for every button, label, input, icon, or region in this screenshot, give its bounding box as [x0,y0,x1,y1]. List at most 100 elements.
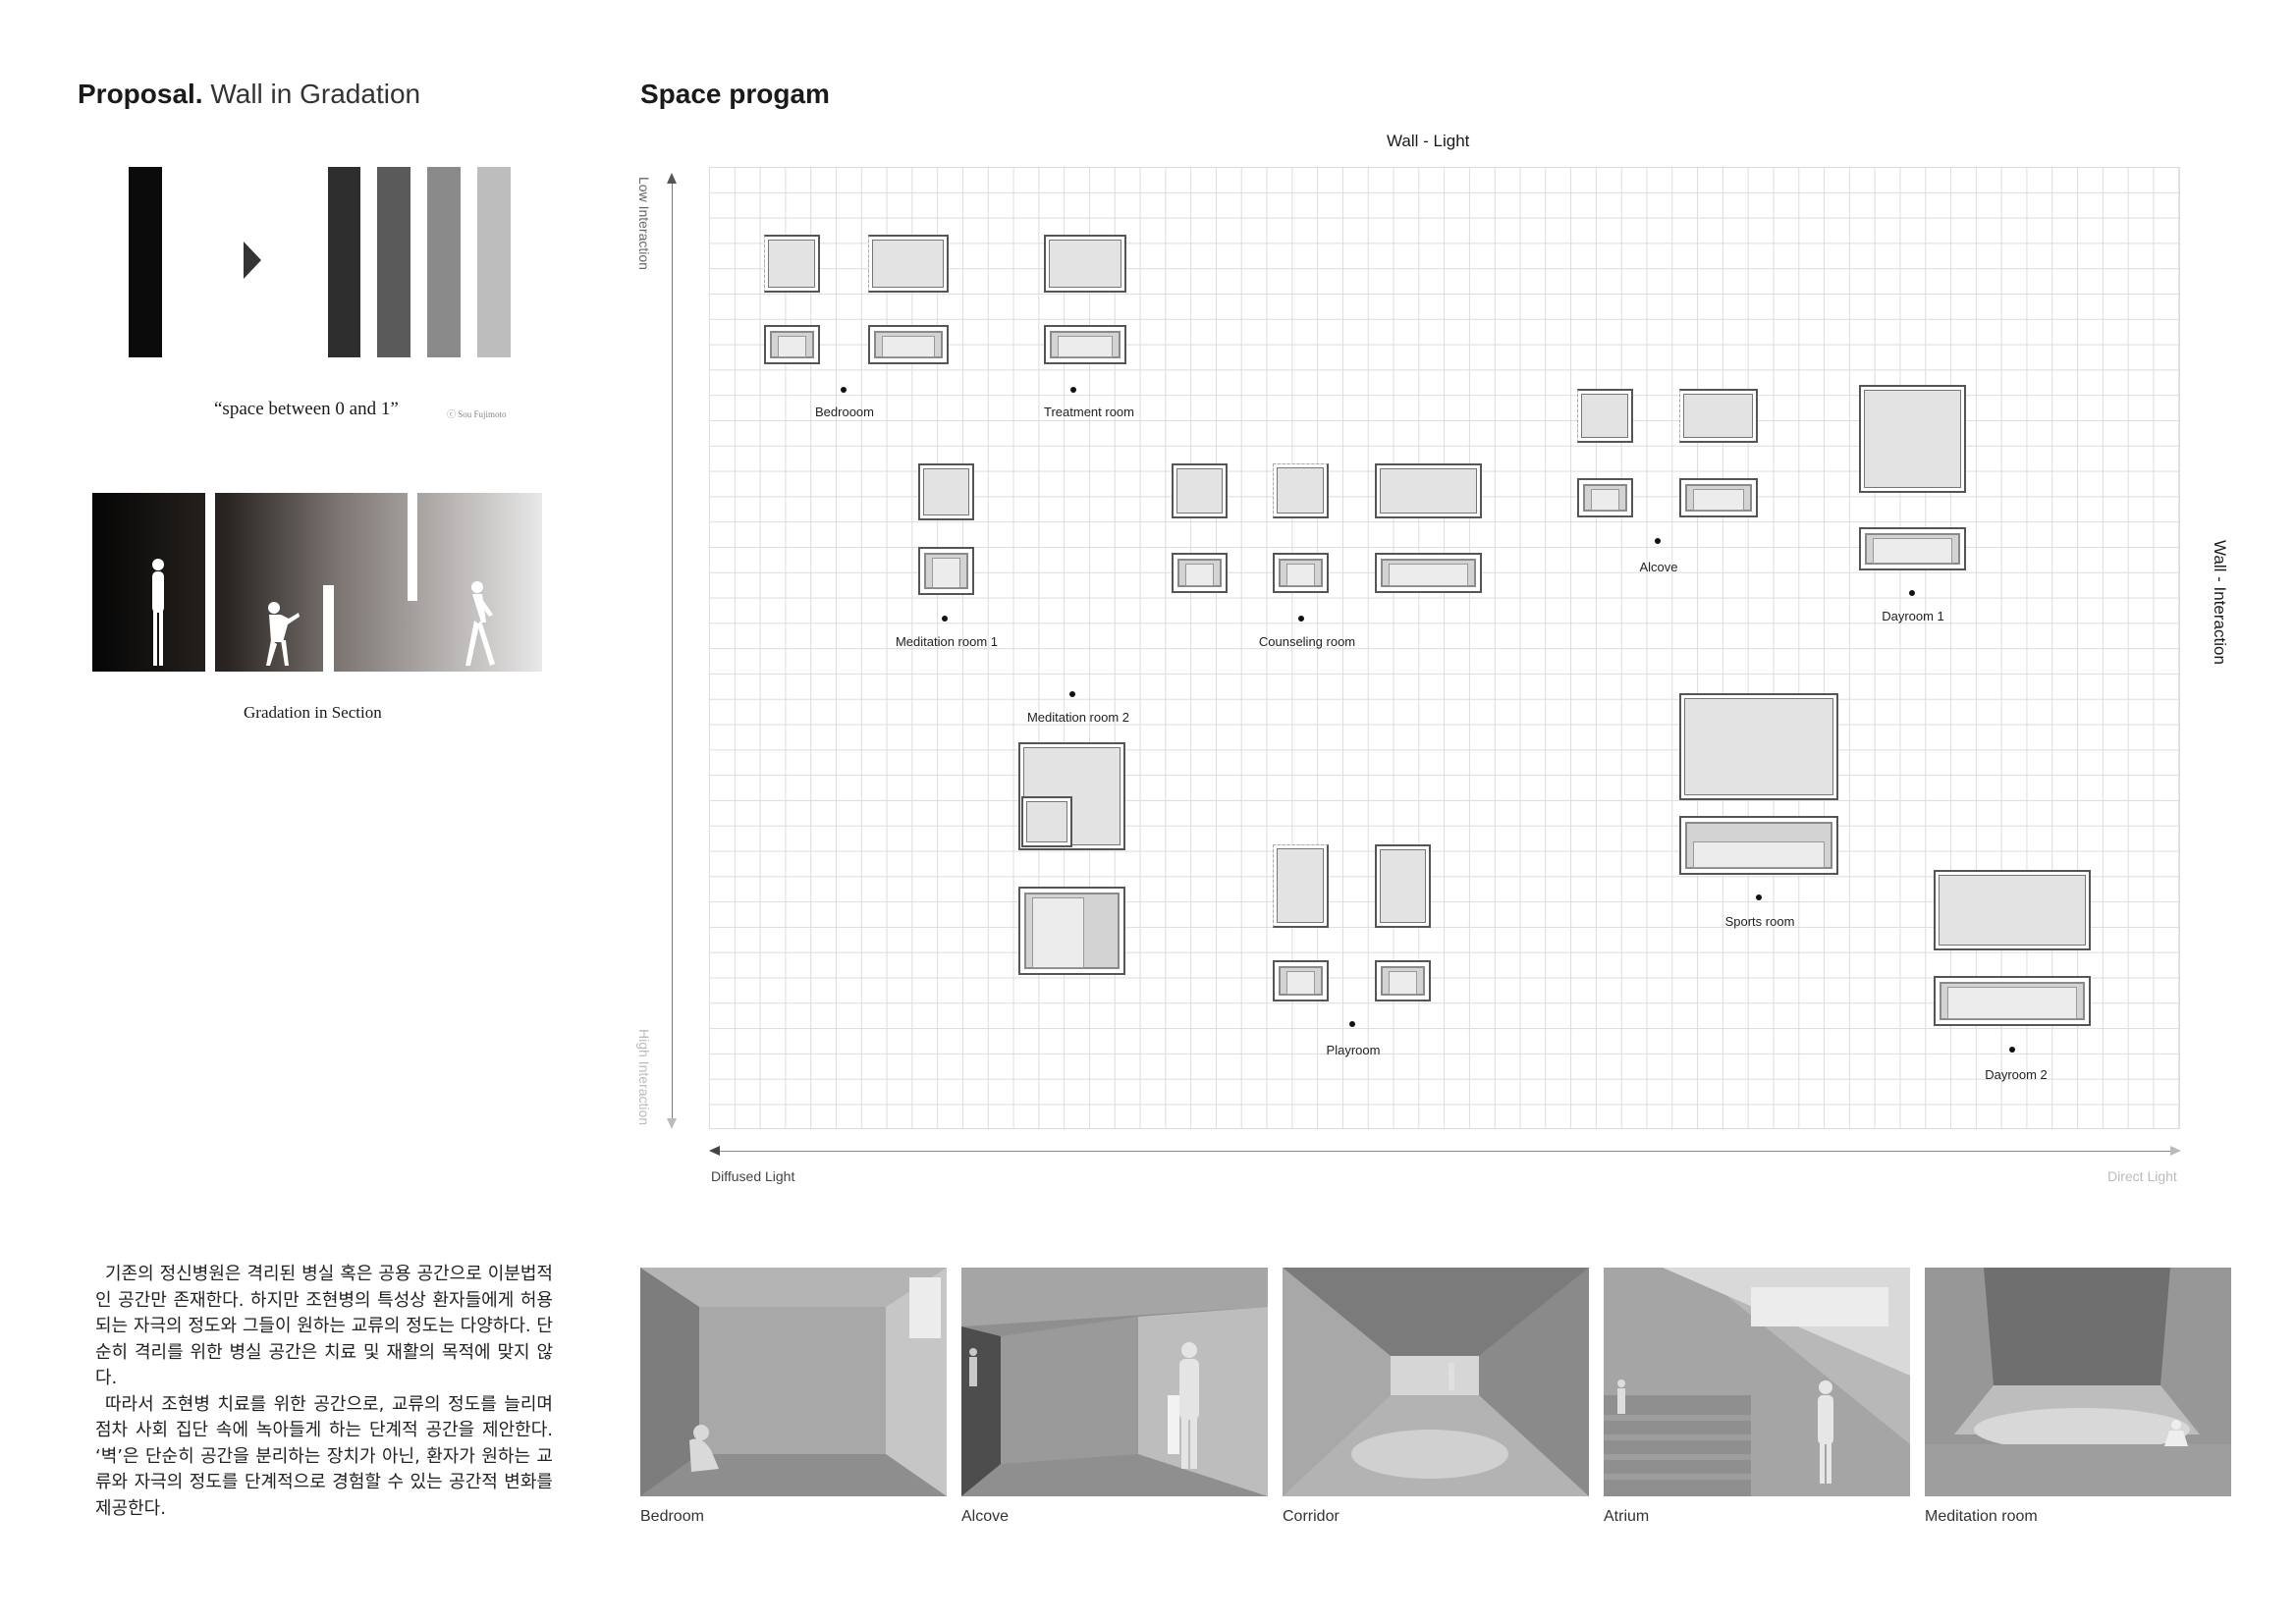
description-paragraph-1: 기존의 정신병원은 격리된 병실 혹은 공용 공간으로 이분법적인 공간만 존재… [95,1264,553,1388]
standing-figure-icon [152,559,164,666]
room-plan [1273,844,1329,928]
quote: “space between 0 and 1” [214,399,399,419]
room-plan [1934,870,2091,950]
program-title: Space progam [640,79,830,109]
room-marker [942,616,948,622]
room-label: Meditation room 2 [1026,710,1130,725]
photo-caption-corridor: Corridor [1283,1508,1339,1525]
room-section [1172,553,1228,593]
room-plan [868,235,949,293]
sitting-figure-icon [2164,1420,2188,1446]
room-plan [918,463,974,520]
room-section [1375,960,1431,1001]
gradation-bar-2 [377,167,410,357]
photo-atrium [1604,1268,1910,1496]
proposal-title-bold: Proposal. [78,79,203,109]
gradation-bar-4 [477,167,511,357]
room-section [1679,478,1758,517]
standing-figure-icon [1179,1342,1199,1469]
room-section [1273,553,1329,593]
room-plan [1375,463,1482,518]
room-label: Dayroom 2 [1985,1067,2048,1082]
room-marker [1070,387,1076,393]
gradation-bar-3 [427,167,461,357]
room-marker [841,387,847,393]
room-section [1679,816,1838,875]
room-plan [1577,389,1633,443]
top-axis-label: Wall - Light [1387,132,1470,150]
room-marker [1298,616,1304,622]
room-section [764,325,820,364]
small-figure-icon [969,1348,977,1386]
room-plan-inner [1021,796,1072,847]
arrow-right-icon [244,242,261,279]
photo-bedroom [640,1268,947,1496]
section-caption: Gradation in Section [244,703,382,722]
room-label: Sports room [1724,914,1795,929]
room-section [1273,960,1329,1001]
room-label: Dayroom 1 [1882,609,1944,623]
arrow-right-icon [2170,1146,2181,1156]
photo-caption-bedroom: Bedroom [640,1508,704,1525]
description-text: 기존의 정신병원은 격리된 병실 혹은 공용 공간으로 이분법적인 공간만 존재… [95,1262,553,1522]
diffused-light-label: Diffused Light [711,1168,795,1184]
solid-wall-bar [129,167,162,357]
room-label: Playroom [1326,1043,1381,1057]
photo-corridor [1283,1268,1589,1496]
room-label: Meditation room 1 [895,634,999,649]
room-label: Bedrooom [815,405,874,419]
room-plan [1044,235,1126,293]
room-plan [1172,463,1228,518]
room-plan [1679,693,1838,800]
room-plan [1679,389,1758,443]
small-figure-icon [1449,1363,1454,1390]
room-marker [1909,590,1915,596]
credit: ⓒ Sou Fujimoto [447,409,507,419]
room-marker [2009,1047,2015,1053]
room-section [1934,976,2091,1026]
small-figure-icon [1617,1380,1625,1414]
photo-meditation-room [1925,1268,2231,1496]
room-marker [1069,691,1075,697]
arrow-up-icon [667,173,677,184]
room-section [1859,527,1966,570]
gradation-section-image [92,493,542,672]
room-section [1577,478,1633,517]
room-label: Counseling room [1258,634,1356,649]
room-label: Treatment room [1044,405,1134,419]
room-marker [1655,538,1661,544]
proposal-title: Proposal. Wall in Gradation [78,75,420,114]
room-label: Alcove [1639,560,1678,574]
room-marker [1756,894,1762,900]
gradation-bar-1 [328,167,360,357]
arrow-left-icon [709,1146,720,1156]
photo-caption-atrium: Atrium [1604,1508,1650,1525]
room-plan [1375,844,1431,928]
photo-alcove [961,1268,1268,1496]
photo-caption-alcove: Alcove [961,1508,1010,1525]
room-section [918,547,974,595]
low-interaction-label: Low Interaction [636,177,652,270]
vertical-axis [672,177,673,1125]
walking-figure-icon [465,581,495,666]
arrow-down-icon [667,1118,677,1129]
description-paragraph-2: 따라서 조현병 치료를 위한 공간으로, 교류의 정도를 늘리며 점차 사회 집… [95,1393,553,1519]
room-plan [1273,463,1329,518]
right-axis-label: Wall - Interaction [2211,540,2229,665]
room-plan [1859,385,1966,493]
direct-light-label: Direct Light [2107,1168,2177,1184]
sitting-figure-icon [689,1425,719,1472]
photo-caption-meditation-room: Meditation room [1925,1508,2038,1525]
room-marker [1349,1021,1355,1027]
room-plan [764,235,820,293]
seated-figure-icon [266,602,300,666]
program-grid [709,167,2180,1129]
horizontal-axis [715,1151,2179,1152]
standing-figure-icon [1818,1380,1833,1484]
room-section [1375,553,1482,593]
room-section [1018,887,1125,975]
proposal-title-rest: Wall in Gradation [210,79,421,109]
room-section [868,325,949,364]
room-section [1044,325,1126,364]
high-interaction-label: High Interaction [636,1029,652,1126]
